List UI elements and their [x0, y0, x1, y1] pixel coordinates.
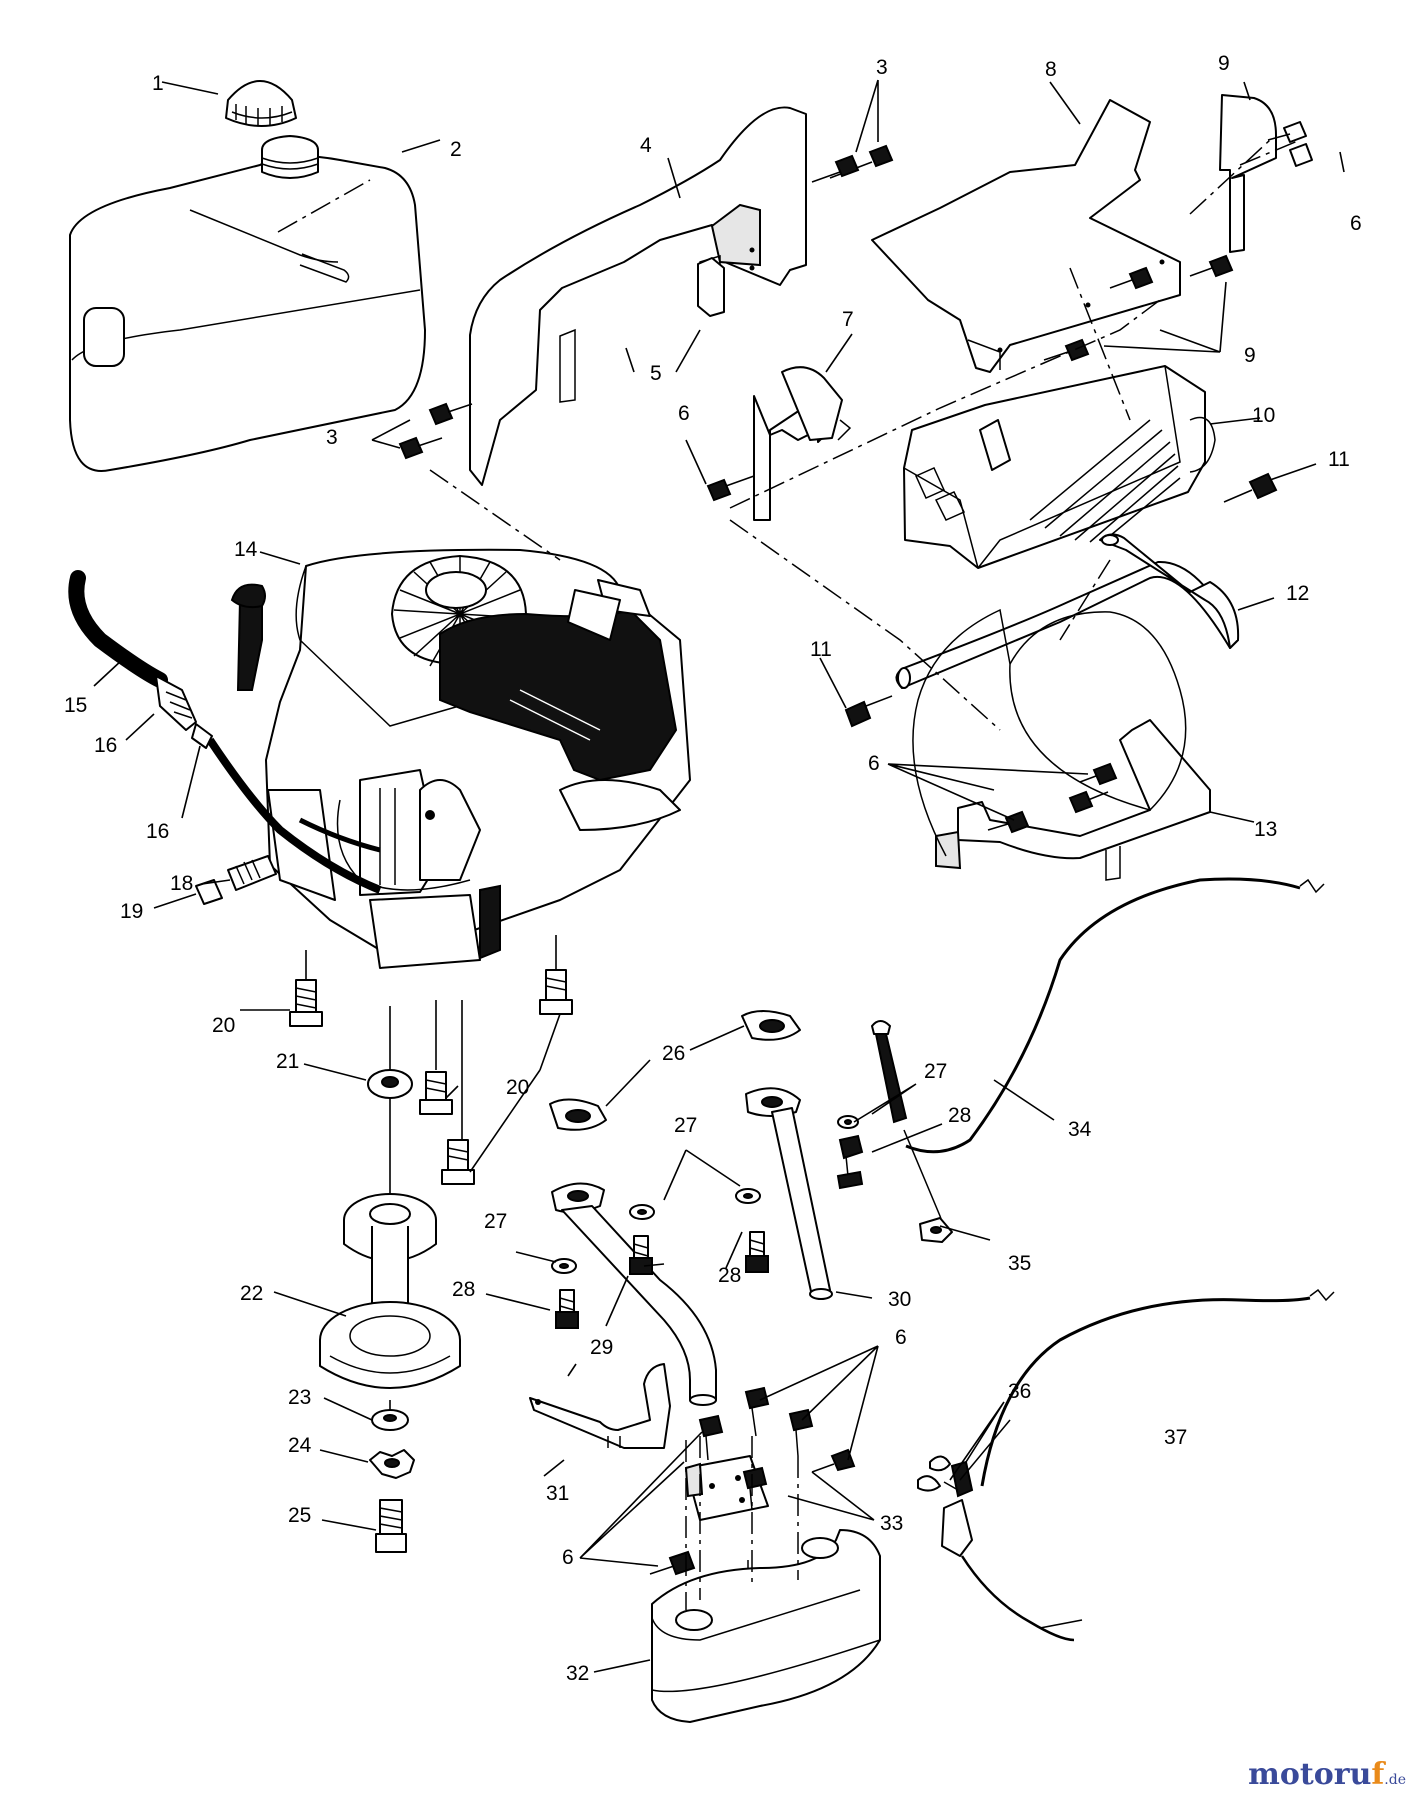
exhaust-bolts [555, 1134, 864, 1329]
engine [230, 548, 691, 969]
callout-3-top: 3 [876, 56, 888, 79]
callout-28-left: 28 [452, 1278, 475, 1301]
callout-16-top: 16 [94, 734, 117, 757]
callout-9-mid: 9 [1244, 344, 1256, 367]
callout-20-left: 20 [212, 1014, 235, 1037]
watermark-accent: f [1371, 1757, 1385, 1792]
callout-8: 8 [1045, 58, 1057, 81]
heat-shield-plate [871, 99, 1181, 373]
callout-30: 30 [888, 1288, 911, 1311]
exhaust-gasket-upper [741, 1010, 801, 1041]
choke-cable [871, 877, 1325, 1243]
watermark-tld: .de [1384, 1772, 1406, 1788]
callout-12: 12 [1286, 582, 1309, 605]
callout-14: 14 [234, 538, 258, 561]
screw-set-lower [398, 402, 473, 460]
muffler-guard [903, 365, 1216, 569]
engine-pulley [319, 1193, 461, 1389]
watermark-brand: motoru [1248, 1757, 1372, 1792]
callout-7: 7 [842, 308, 854, 331]
lock-washer [369, 1449, 415, 1479]
callout-6-guard: 6 [868, 752, 880, 775]
exhaust-washers [551, 1115, 859, 1274]
callout-6-muffler-left: 6 [562, 1546, 574, 1569]
heat-shield-rod [895, 533, 1240, 689]
callout-26: 26 [662, 1042, 685, 1065]
callout-6-muffler-right: 6 [895, 1326, 907, 1349]
callout-13: 13 [1254, 818, 1277, 841]
callout-2: 2 [450, 138, 462, 161]
callout-4: 4 [640, 134, 652, 157]
callout-9-top: 9 [1218, 52, 1230, 75]
callout-11-right: 11 [1328, 448, 1350, 471]
callout-25: 25 [288, 1504, 311, 1527]
callout-24: 24 [288, 1434, 312, 1457]
shield-mount-bracket [1219, 94, 1313, 253]
callout-10: 10 [1252, 404, 1275, 427]
callout-34: 34 [1068, 1118, 1092, 1141]
engine-shroud-panel [469, 106, 807, 486]
panel-bracket [697, 257, 725, 317]
fuel-tank [69, 135, 426, 472]
screw-set-upper [811, 144, 894, 183]
mount-screws [844, 472, 1278, 728]
callout-27-top: 27 [924, 1060, 947, 1083]
callout-15: 15 [64, 694, 87, 717]
exhaust-pipe-right [745, 1087, 833, 1300]
fuel-line [68, 570, 382, 894]
drain-plug [195, 855, 277, 905]
callout-37: 37 [1164, 1426, 1187, 1449]
exhaust-bracket [753, 366, 852, 521]
engine-mount-bolts [289, 969, 573, 1185]
callout-35: 35 [1008, 1252, 1031, 1275]
callout-6-left: 6 [678, 402, 690, 425]
callout-20-right: 20 [506, 1076, 529, 1099]
leader-lines [93, 79, 1345, 1673]
callout-19: 19 [120, 900, 143, 923]
callout-36: 36 [1008, 1380, 1031, 1403]
callout-6-topright: 6 [1350, 212, 1362, 235]
callout-16-bottom: 16 [146, 820, 169, 843]
callout-23: 23 [288, 1386, 311, 1409]
callout-21: 21 [276, 1050, 299, 1073]
watermark-logo: motoruf.de [1248, 1757, 1406, 1792]
callout-27-left: 27 [484, 1210, 507, 1233]
callout-28-mid: 28 [718, 1264, 741, 1287]
exhaust-pipe-left [551, 1182, 717, 1406]
callout-18: 18 [170, 872, 193, 895]
callout-1: 1 [152, 72, 164, 95]
callout-31: 31 [546, 1482, 569, 1505]
callout-28-right: 28 [948, 1104, 971, 1127]
muffler-plate [684, 1455, 769, 1521]
pulley-bolt [375, 1499, 407, 1553]
throttle-cable [917, 1288, 1335, 1642]
callout-32: 32 [566, 1662, 589, 1685]
callout-5: 5 [650, 362, 662, 385]
muffler-screws [649, 1386, 856, 1576]
callout-22: 22 [240, 1282, 263, 1305]
fuel-cap [225, 80, 297, 127]
callout-11-left: 11 [810, 638, 832, 661]
callout-3-tank: 3 [326, 426, 338, 449]
callout-29: 29 [590, 1336, 613, 1359]
guard-screws [987, 762, 1118, 834]
spacer [367, 1069, 413, 1099]
muffler [651, 1529, 881, 1723]
guard-plate [912, 608, 1211, 881]
washer [371, 1409, 409, 1431]
muffler-bracket [529, 1363, 671, 1449]
exhaust-gasket-lower [549, 1098, 607, 1131]
callout-33: 33 [880, 1512, 903, 1535]
callout-27-mid: 27 [674, 1114, 697, 1137]
shield-screws [706, 254, 1234, 502]
callout-labels: 1 2 3 3 4 5 6 6 6 6 6 7 8 9 9 10 11 11 1… [64, 52, 1362, 1685]
